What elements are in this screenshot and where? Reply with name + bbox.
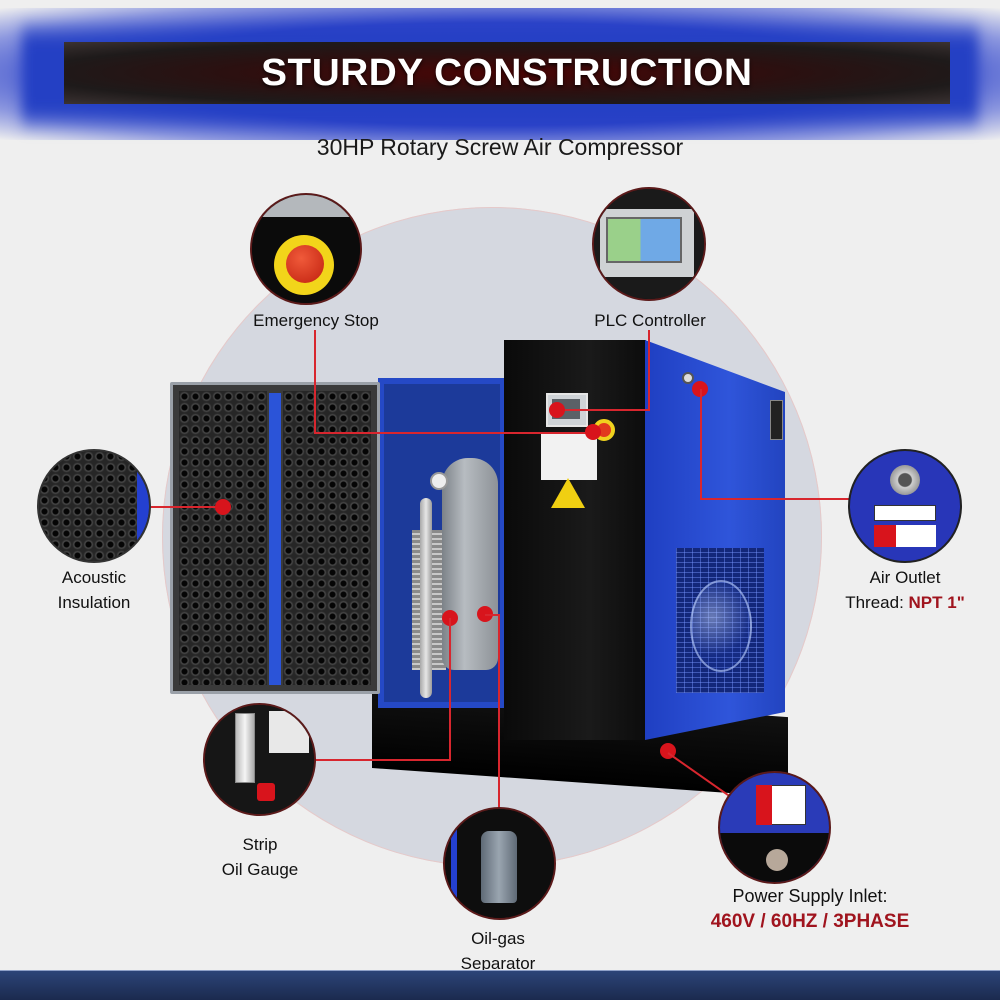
callout-plc-label: PLC Controller: [594, 311, 706, 330]
cooling-fan-icon: [690, 580, 752, 672]
air-outlet-port-icon: [682, 372, 694, 384]
high-voltage-warning-icon: [551, 478, 585, 508]
power-spec: 460V / 60HZ / 3PHASE: [710, 911, 910, 932]
leader-plc-h: [556, 409, 650, 411]
callout-power-image: [718, 771, 831, 884]
air-outlet-thread-spec: NPT 1": [908, 593, 965, 612]
leader-separator-h: [485, 614, 499, 616]
leader-acoustic: [150, 506, 224, 508]
air-outlet-label-line1: Air Outlet: [869, 568, 941, 587]
nameplate: [770, 400, 783, 440]
separator-tank: [442, 458, 498, 670]
plc-touchscreen-icon: [606, 217, 682, 263]
foam-panel-icon: [39, 451, 149, 561]
acoustic-foam-right: [283, 391, 371, 685]
air-outlet-thread-prefix: Thread:: [845, 593, 909, 612]
page-title: STURDY CONSTRUCTION: [261, 51, 753, 94]
acoustic-foam-left: [179, 391, 267, 685]
power-label-line1: Power Supply Inlet:: [732, 886, 888, 906]
callout-air-outlet-image: [848, 449, 962, 563]
marker-emergency-stop: [585, 424, 601, 440]
footer-bar: [0, 970, 1000, 1000]
door-stripe: [269, 393, 281, 685]
open-door-panel: [170, 382, 380, 694]
callout-acoustic-label: Acoustic Insulation: [0, 565, 188, 615]
leader-air-outlet-h: [700, 498, 850, 500]
callout-emergency-stop-image: [250, 193, 362, 305]
callout-plc-image: [592, 187, 706, 301]
callout-power-label: Power Supply Inlet: 460V / 60HZ / 3PHASE: [650, 884, 970, 934]
warning-labels: [541, 432, 597, 480]
leader-oil-gauge-v: [449, 618, 451, 760]
power-inlet-icon: [766, 849, 788, 871]
pressure-gauge-icon: [430, 472, 448, 490]
leader-air-outlet-v: [700, 389, 702, 499]
acoustic-label-line2: Insulation: [57, 593, 131, 612]
callout-acoustic-image: [37, 449, 151, 563]
hose-pipe: [420, 498, 432, 698]
callout-separator-image: [443, 807, 556, 920]
callout-air-outlet-label: Air Outlet Thread: NPT 1": [810, 565, 1000, 615]
acoustic-label-line1: Acoustic: [61, 568, 127, 587]
leader-separator-v: [498, 614, 500, 810]
leader-emergency-stop: [314, 330, 316, 434]
oil-gauge-label-line2: Oil Gauge: [221, 860, 299, 879]
separator-tank-icon: [481, 831, 517, 903]
air-outlet-port-icon: [890, 465, 920, 495]
callout-separator-label: Oil-gas Separator: [398, 926, 598, 976]
air-outlet-thread-line: Thread: NPT 1": [810, 590, 1000, 615]
product-subtitle: 30HP Rotary Screw Air Compressor: [316, 134, 684, 160]
callout-emergency-stop-label: Emergency Stop: [253, 311, 379, 330]
oil-sight-glass-icon: [235, 713, 255, 783]
marker-plc: [549, 402, 565, 418]
callout-oil-gauge-image: [203, 703, 316, 816]
leader-emergency-stop-h: [314, 432, 596, 434]
leader-oil-gauge-h: [316, 759, 451, 761]
separator-label-line2: Separator: [460, 954, 536, 973]
callout-oil-gauge-label: Strip Oil Gauge: [160, 832, 360, 882]
separator-label-line1: Oil-gas: [471, 929, 525, 948]
marker-acoustic: [215, 499, 231, 515]
header-banner: STURDY CONSTRUCTION: [64, 42, 950, 104]
leader-plc: [648, 330, 650, 410]
oil-gauge-label-line1: Strip: [242, 835, 278, 854]
